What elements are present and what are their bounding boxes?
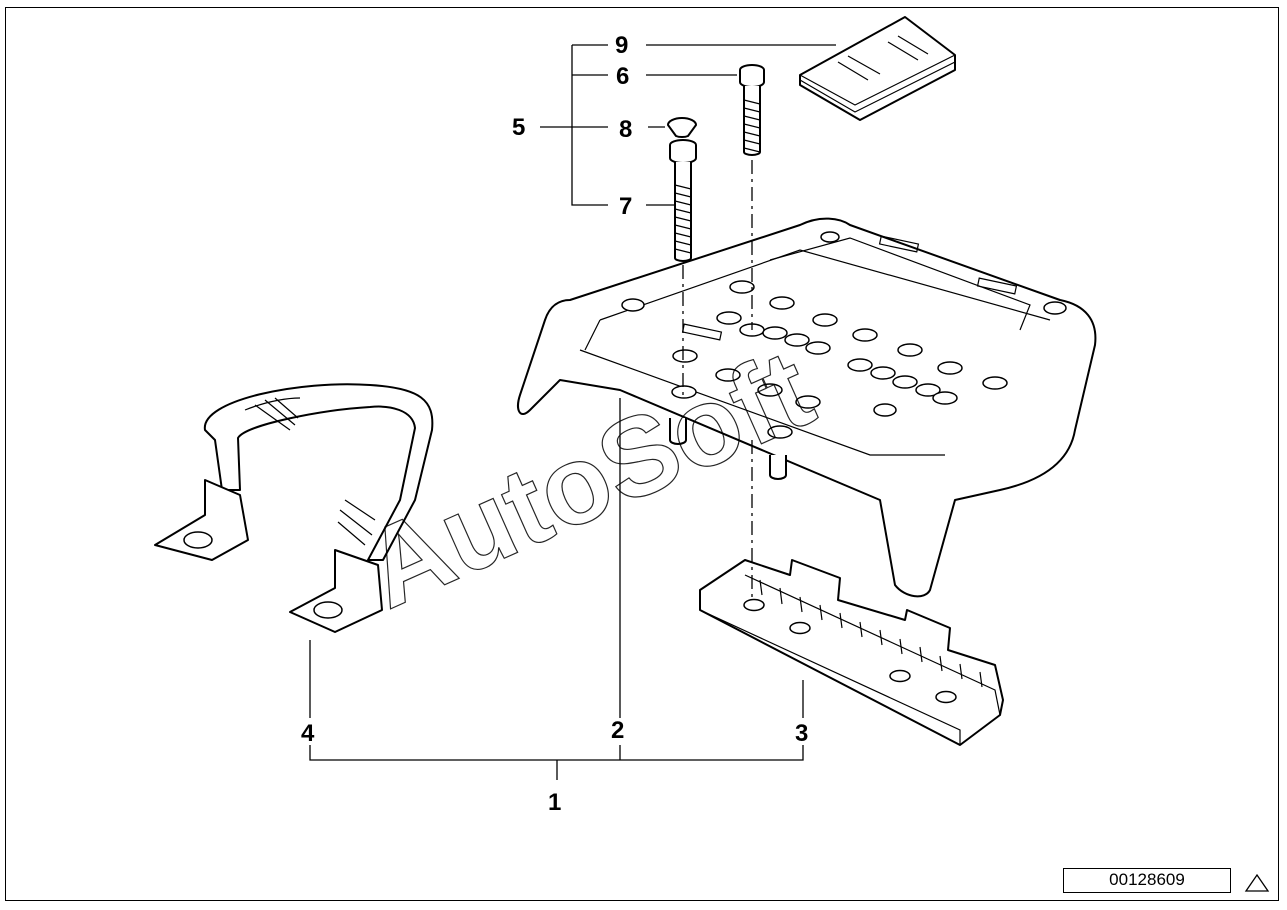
part-9-manual[interactable] bbox=[799, 16, 956, 121]
reference-number: 00128609 bbox=[1109, 870, 1185, 889]
assembly-lines bbox=[682, 160, 753, 600]
part-8-cap[interactable] bbox=[667, 117, 697, 139]
leader-lines bbox=[309, 44, 836, 780]
callout-7: 7 bbox=[619, 193, 632, 220]
drawing-frame bbox=[5, 7, 1279, 901]
callout-6: 6 bbox=[616, 63, 629, 90]
callout-9: 9 bbox=[615, 32, 628, 59]
reference-number-box: 00128609 bbox=[1063, 868, 1231, 893]
callout-1: 1 bbox=[548, 789, 561, 816]
part-4-strap[interactable] bbox=[154, 383, 434, 633]
part-2-carrier[interactable] bbox=[517, 217, 1097, 598]
callout-8: 8 bbox=[619, 116, 632, 143]
part-3-base-plate[interactable] bbox=[699, 559, 1004, 746]
callout-3: 3 bbox=[795, 720, 808, 747]
callout-5: 5 bbox=[512, 114, 525, 141]
part-6-screw[interactable] bbox=[739, 64, 765, 156]
callout-2: 2 bbox=[611, 717, 624, 744]
warning-triangle-icon bbox=[1244, 873, 1270, 892]
callout-numbers: 9 6 5 8 7 4 2 3 1 bbox=[301, 32, 808, 816]
part-7-screw[interactable] bbox=[669, 139, 697, 262]
callout-4: 4 bbox=[301, 720, 315, 747]
